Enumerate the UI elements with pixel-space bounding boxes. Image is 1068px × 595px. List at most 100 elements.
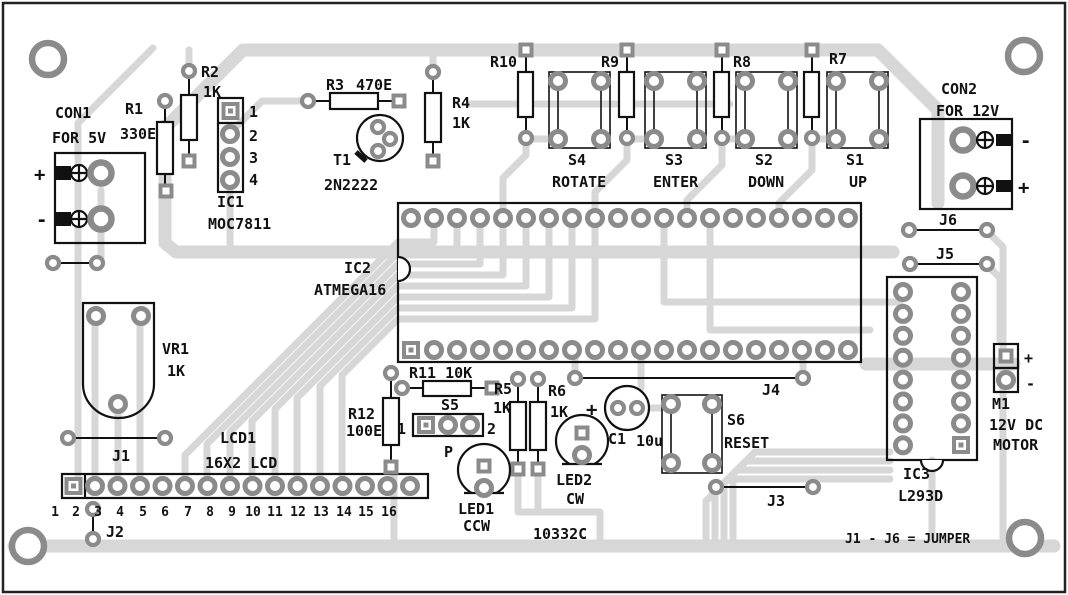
pad xyxy=(829,132,844,147)
jumper-j3: J3 xyxy=(710,481,819,510)
led2-label: LED2 xyxy=(556,471,592,489)
switch-s1: S1 UP xyxy=(827,72,888,191)
pad xyxy=(714,42,730,58)
r11-label: R11 10K xyxy=(409,364,472,382)
resistor-r4: R4 1K xyxy=(423,66,470,169)
r1-value: 330E xyxy=(120,125,156,143)
jumper-j1: J1 xyxy=(62,432,171,465)
pad xyxy=(657,211,672,226)
switch-s3: S3 ENTER xyxy=(645,72,706,191)
pad xyxy=(496,211,511,226)
switch-s4: S4 ROTATE xyxy=(549,72,610,191)
r6-label: R6 xyxy=(548,382,566,400)
pad xyxy=(335,479,350,494)
lcd-pin-number: 3 xyxy=(94,505,102,520)
s6-function: RESET xyxy=(724,434,769,452)
resistor-r9: R9 xyxy=(601,42,636,145)
pad xyxy=(804,42,820,58)
pad xyxy=(463,418,478,433)
pad xyxy=(427,343,442,358)
r4-value: 1K xyxy=(452,114,470,132)
pad xyxy=(383,459,399,475)
pad xyxy=(302,95,314,107)
pad xyxy=(647,74,662,89)
s2-label: S2 xyxy=(755,151,773,169)
mounting-hole xyxy=(32,43,64,75)
pad xyxy=(290,479,305,494)
r9-label: R9 xyxy=(601,53,619,71)
s5-pin1: 1 xyxy=(397,420,406,438)
pad xyxy=(710,481,722,493)
m1-desc-line1: 12V DC xyxy=(989,416,1043,434)
ic3-label: IC3 xyxy=(903,465,930,483)
pad xyxy=(47,257,59,269)
s5-sub-label: P xyxy=(444,443,453,461)
pad xyxy=(738,132,753,147)
pad xyxy=(896,306,911,321)
lcd-desc: 16X2 LCD xyxy=(205,454,277,472)
lcd-pin-number: 16 xyxy=(381,505,397,520)
r4-label: R4 xyxy=(452,94,470,112)
pad xyxy=(510,461,526,477)
pad xyxy=(872,74,887,89)
j1-label: J1 xyxy=(112,447,130,465)
pad xyxy=(89,309,104,324)
pad xyxy=(496,343,511,358)
lcd-pin-number: 6 xyxy=(161,505,169,520)
pad xyxy=(396,382,408,394)
pad xyxy=(772,211,787,226)
pad xyxy=(133,479,148,494)
pad xyxy=(818,343,833,358)
mounting-hole xyxy=(1008,40,1040,72)
pad xyxy=(134,309,149,324)
pad xyxy=(806,132,818,144)
transistor-t1: T1 2N2222 xyxy=(324,113,405,194)
m1-desc-line2: MOTOR xyxy=(993,436,1039,454)
pad xyxy=(159,432,171,444)
ic1-pin1: 1 xyxy=(249,103,258,121)
pad xyxy=(403,479,418,494)
pad xyxy=(647,132,662,147)
ic3-l293d: IC3 L293D xyxy=(885,275,979,505)
jumper-j6: J6 xyxy=(903,211,993,236)
pad xyxy=(953,130,974,151)
pad xyxy=(372,145,384,157)
pad xyxy=(520,132,532,144)
pad xyxy=(450,343,465,358)
led2: LED2 CW xyxy=(552,413,612,508)
ic1-pin2: 2 xyxy=(249,127,258,145)
pad xyxy=(518,42,534,58)
pad xyxy=(594,132,609,147)
resistor-r10: R10 xyxy=(490,42,535,145)
pad xyxy=(690,74,705,89)
pad xyxy=(896,285,911,300)
pad xyxy=(223,173,238,188)
con1-desc: FOR 5V xyxy=(52,129,106,147)
lcd-pin-number: 12 xyxy=(290,505,306,520)
lcd-pin-number: 13 xyxy=(313,505,329,520)
lcd-pin-number: 2 xyxy=(72,505,80,520)
jumper-unlabeled xyxy=(47,257,103,269)
m1-label: M1 xyxy=(992,395,1010,413)
resistor-r2: R2 1K xyxy=(179,63,221,169)
pad xyxy=(519,343,534,358)
pad xyxy=(565,211,580,226)
pad xyxy=(427,66,439,78)
pad xyxy=(954,306,969,321)
board-id: 10332C xyxy=(533,525,587,543)
pad xyxy=(841,211,856,226)
pad xyxy=(621,132,633,144)
led2-function: CW xyxy=(566,490,585,508)
r1-label: R1 xyxy=(125,100,143,118)
r7-label: R7 xyxy=(829,50,847,68)
pad xyxy=(726,211,741,226)
s4-label: S4 xyxy=(568,151,586,169)
screw-terminal-pad xyxy=(69,163,89,183)
led1-label: LED1 xyxy=(458,500,494,518)
pad xyxy=(473,343,488,358)
pad xyxy=(703,343,718,358)
pad xyxy=(91,209,112,230)
mounting-hole xyxy=(1009,522,1041,554)
resistor-r6: R6 1K xyxy=(528,373,568,477)
